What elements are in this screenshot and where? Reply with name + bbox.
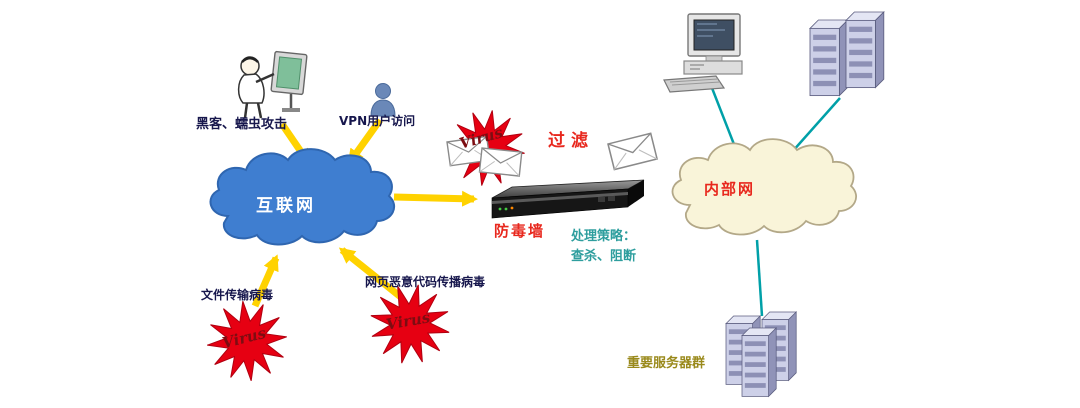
arrow-filevirus-to-internet — [251, 254, 280, 308]
hacker-at-computer-icon — [237, 50, 308, 119]
link-workstation-intranet — [710, 87, 739, 153]
filter-label: 过滤 — [548, 131, 594, 151]
intranet-label: 内部网 — [704, 180, 756, 198]
link-servers-intranet — [791, 97, 841, 153]
hacker-label: 黑客、蠕虫攻击 — [196, 117, 288, 132]
server-farm-icon — [725, 311, 797, 397]
internet-label: 互联网 — [256, 196, 316, 216]
firewall-label: 防毒墙 — [494, 222, 546, 240]
arrow-internet-to-firewall — [393, 190, 478, 207]
policy-title-label: 处理策略： — [571, 229, 637, 244]
file-virus-label: 文件传输病毒 — [201, 288, 274, 302]
link-serverfarm-intranet — [755, 239, 764, 317]
vpn-user-label: VPN用户访问 — [339, 114, 416, 128]
web-virus-label: 网页恶意代码传播病毒 — [365, 275, 486, 289]
server-tower-pair-icon — [809, 11, 885, 97]
vpn-user-person-icon — [370, 83, 396, 117]
policy-actions-label: 查杀、阻断 — [571, 249, 637, 264]
server-farm-label: 重要服务器群 — [627, 356, 706, 371]
firewall-appliance-icon — [491, 179, 645, 219]
envelope-icon — [478, 147, 523, 177]
envelope-icon — [607, 132, 658, 171]
arrow-webvirus-to-internet — [338, 247, 405, 301]
internet-cloud — [209, 148, 395, 246]
desktop-computer-icon — [663, 13, 743, 93]
intranet-cloud — [671, 138, 857, 236]
